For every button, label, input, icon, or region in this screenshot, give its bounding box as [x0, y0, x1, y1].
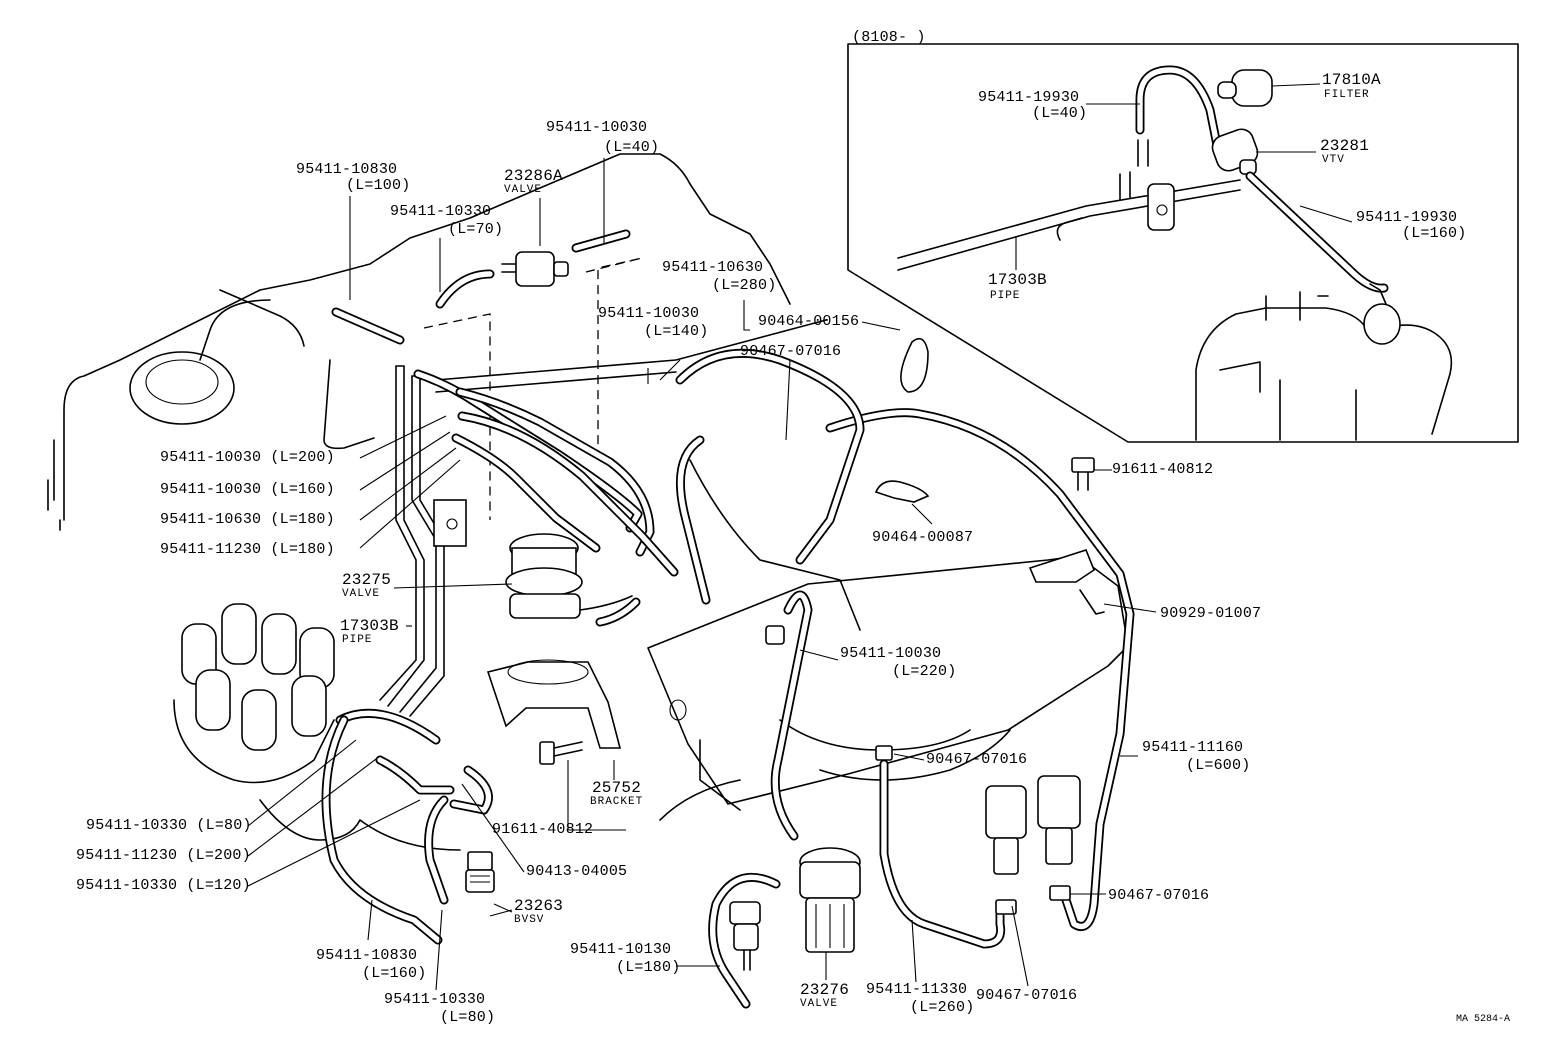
vtv-23281-part [1211, 128, 1259, 175]
label-95411-19930-40-len: (L=40) [1032, 105, 1088, 122]
label-95411-10330-80b: 95411-10330 [384, 991, 486, 1008]
label-23275-sub: VALVE [342, 588, 381, 600]
label-95411-10830-100-len: (L=100) [346, 177, 411, 194]
label-95411-10030-200: 95411-10030 (L=200) [160, 449, 335, 466]
oil-filler-cap [129, 351, 235, 425]
inset-header: (8108- ) [852, 29, 926, 46]
leader-lines [247, 158, 1157, 991]
label-17303B-main-sub: PIPE [342, 634, 373, 646]
label-95411-10030-140: 95411-10030 [598, 305, 700, 322]
label-95411-10030-40: 95411-10030 [546, 119, 648, 136]
label-25752-sub: BRACKET [590, 796, 644, 808]
label-23263: 23263 [514, 897, 564, 915]
label-23281-sub: VTV [1322, 154, 1345, 166]
label-95411-10630-280: 95411-10630 [662, 259, 764, 276]
label-95411-10030-160: 95411-10030 (L=160) [160, 481, 335, 498]
label-90467-07016-d: 90467-07016 [1108, 887, 1210, 904]
label-95411-10030-220: 95411-10030 [840, 645, 942, 662]
label-95411-11330-len: (L=260) [910, 999, 975, 1016]
label-95411-10830-160: 95411-10830 [316, 947, 418, 964]
label-95411-10630-180: 95411-10630 (L=180) [160, 511, 335, 528]
label-95411-10330-80a: 95411-10330 (L=80) [86, 817, 252, 834]
label-90413-04005: 90413-04005 [526, 863, 628, 880]
label-95411-11230-200: 95411-11230 (L=200) [76, 847, 251, 864]
label-91611-40812-b: 91611-40812 [492, 821, 594, 838]
label-90467-07016-c: 90467-07016 [976, 987, 1078, 1004]
label-17810A-sub: FILTER [1324, 89, 1370, 101]
doc-code: MA 5284-A [1456, 1014, 1511, 1025]
label-23286A-sub: VALVE [504, 184, 543, 196]
label-95411-10830-160-len: (L=160) [362, 965, 427, 982]
label-95411-10630-280-len: (L=280) [712, 277, 777, 294]
inset-leader-lines [1015, 83, 1353, 270]
label-95411-10130: 95411-10130 [570, 941, 672, 958]
vsv-left-part [729, 901, 761, 971]
vsv-right-pair-part [985, 775, 1081, 875]
label-90929-01007: 90929-01007 [1160, 605, 1262, 622]
label-95411-10030-140-len: (L=140) [644, 323, 709, 340]
label-95411-19930-160: 95411-19930 [1356, 209, 1458, 226]
label-91611-40812-a: 91611-40812 [1112, 461, 1214, 478]
pipe-bracket [433, 499, 467, 547]
label-95411-10330-70: 95411-10330 [390, 203, 492, 220]
label-17303B-inset-sub: PIPE [990, 290, 1021, 302]
label-23276: 23276 [800, 981, 850, 999]
clip-90464-00156-part [900, 337, 929, 393]
inset-panel [847, 43, 1519, 443]
engine-block-outline [47, 153, 791, 531]
valve-23286A-part [501, 251, 569, 287]
label-23276-sub: VALVE [800, 998, 839, 1010]
label-17303B-inset: 17303B [988, 271, 1047, 289]
inset-bracket [1147, 183, 1175, 231]
bracket-25752-part [486, 659, 622, 749]
label-95411-10830-100: 95411-10830 [296, 161, 398, 178]
label-95411-11330: 95411-11330 [866, 981, 968, 998]
filter-17810A-part [1217, 69, 1273, 107]
label-95411-19930-40: 95411-19930 [978, 89, 1080, 106]
label-95411-11160: 95411-11160 [1142, 739, 1244, 756]
label-90467-07016-a: 90467-07016 [740, 343, 842, 360]
main-pipe-17303B [379, 319, 827, 717]
bvsv-23263-part [465, 851, 495, 893]
hose-bundle [413, 369, 679, 577]
label-95411-10130-len: (L=180) [616, 959, 681, 976]
label-95411-10030-40-len: (L=40) [604, 139, 660, 156]
label-95411-19930-160-len: (L=160) [1402, 225, 1467, 242]
label-95411-10030-220-len: (L=220) [892, 663, 957, 680]
bolt-91611-part [539, 741, 583, 765]
label-95411-10330-80b-len: (L=80) [440, 1009, 496, 1026]
label-95411-10330-120: 95411-10330 (L=120) [76, 877, 251, 894]
label-17303B-main: 17303B [340, 617, 399, 635]
label-23281: 23281 [1320, 137, 1370, 155]
clamp-90464-00087-part [874, 480, 930, 503]
valve-23276-part [799, 847, 861, 953]
bolt-91611-top-part [1071, 457, 1095, 491]
label-23263-sub: BVSV [514, 914, 545, 926]
label-95411-11230-180: 95411-11230 (L=180) [160, 541, 335, 558]
label-95411-10330-70-len: (L=70) [448, 221, 504, 238]
label-23286A: 23286A [504, 167, 563, 185]
label-95411-11160-len: (L=600) [1186, 757, 1251, 774]
distributor-part [173, 603, 461, 851]
label-90464-00156: 90464-00156 [758, 313, 860, 330]
valve-23275-part [505, 533, 641, 627]
label-90467-07016-b: 90467-07016 [926, 751, 1028, 768]
label-90464-00087: 90464-00087 [872, 529, 974, 546]
label-25752: 25752 [592, 779, 642, 797]
label-23275: 23275 [342, 571, 392, 589]
label-17810A: 17810A [1322, 71, 1381, 89]
inset-engine-sketch [1195, 283, 1453, 441]
